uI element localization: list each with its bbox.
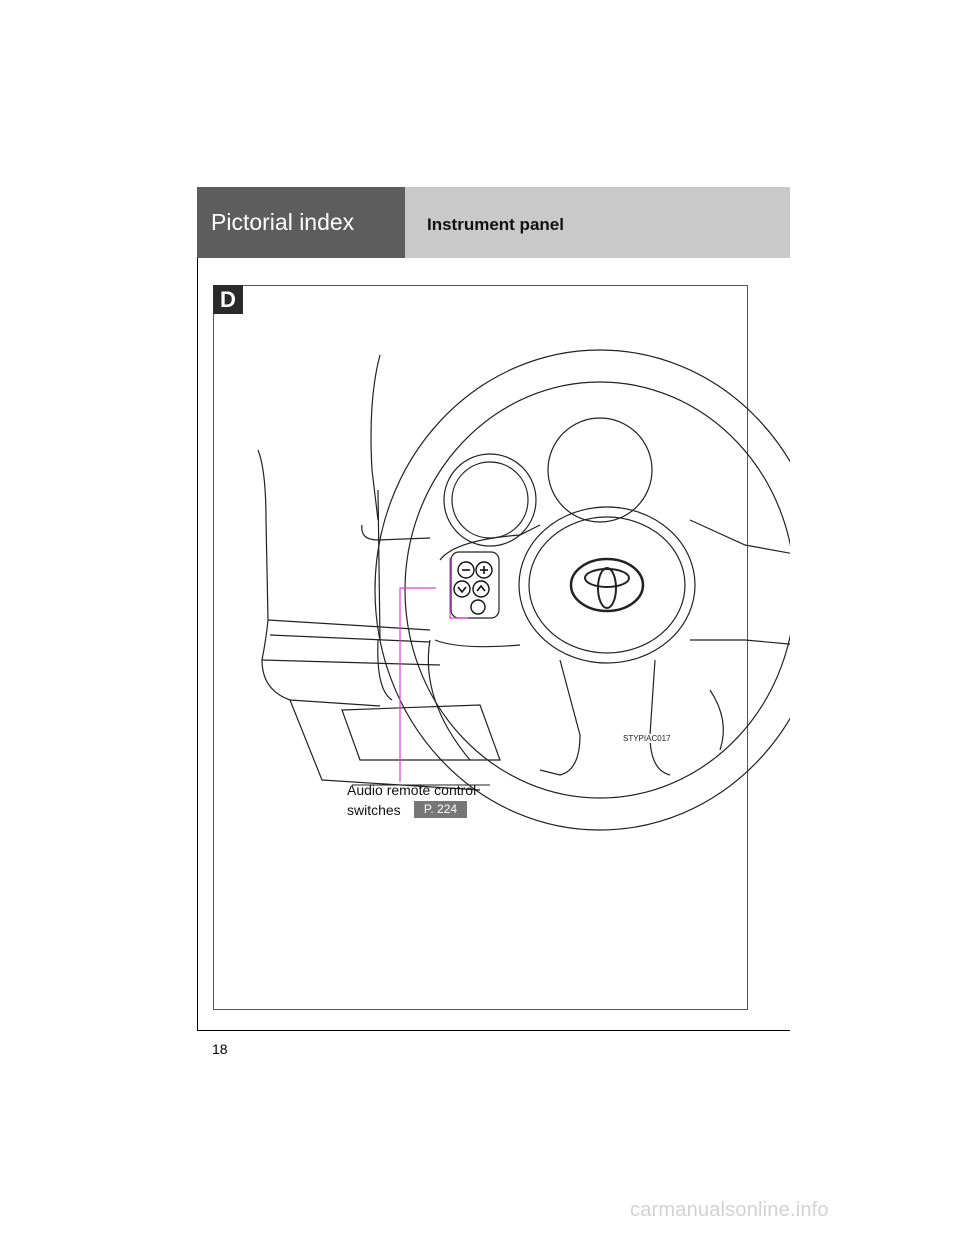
page-frame-left xyxy=(197,258,198,1031)
watermark: carmanualsonline.info xyxy=(630,1199,829,1221)
page-heading: Instrument panel xyxy=(427,215,564,234)
page-ref-badge[interactable]: P. 224 xyxy=(414,801,467,818)
page-number: 18 xyxy=(212,1041,228,1057)
page-frame-bottom xyxy=(197,1030,790,1031)
callout-label-line1: Audio remote control xyxy=(347,782,477,798)
section-tab: Pictorial index xyxy=(197,187,405,258)
callout-label-line2: switches xyxy=(347,802,401,818)
figure-box xyxy=(213,285,748,1010)
section-title: Pictorial index xyxy=(211,209,355,235)
figure-code: STYPIAC017 xyxy=(621,734,673,743)
figure-letter: D xyxy=(213,285,243,314)
page-header: Pictorial index Instrument panel xyxy=(197,187,790,258)
